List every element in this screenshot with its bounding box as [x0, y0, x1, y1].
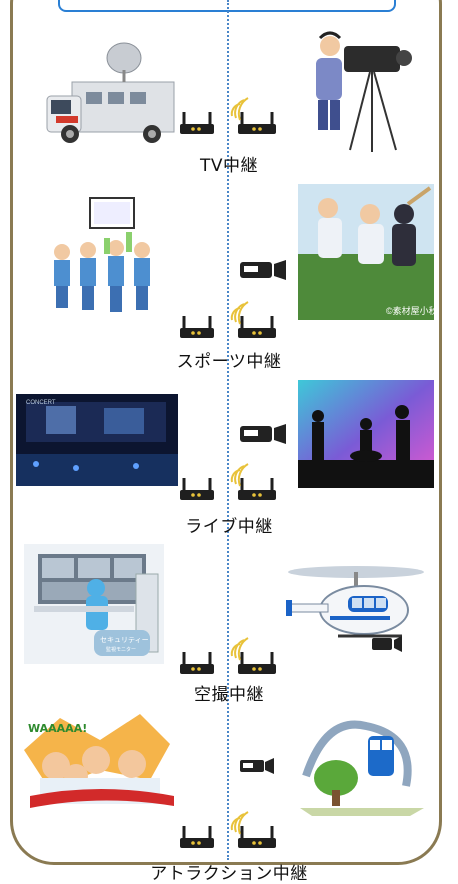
signal-wave-icon [230, 97, 249, 121]
baseball-play-illustration: ©素材屋小秋 [298, 184, 434, 320]
signal-wave-icon [230, 811, 249, 835]
comic-shout: WAAAAA! [28, 722, 87, 735]
receiver-icon [238, 112, 276, 134]
wireless-transmitter-pair [180, 463, 276, 500]
transmitter-icon [180, 316, 214, 338]
transmitter-icon [180, 112, 214, 134]
receiver-icon [238, 316, 276, 338]
caption-tv: TV中継 [199, 156, 258, 176]
center-divider [227, 0, 229, 860]
concert-stage-photo: CONCERT [16, 394, 178, 486]
caption-sports: スポーツ中継 [176, 352, 282, 372]
security-tag-1: セキュリティー [100, 636, 149, 644]
wireless-transmitter-pair [180, 811, 276, 848]
security-tag-2: 監視モニター [106, 646, 136, 653]
tv-cameraman-illustration [316, 31, 412, 152]
signal-wave-icon [230, 637, 249, 661]
content-frame [10, 0, 442, 865]
helicopter-illustration [286, 566, 424, 652]
caption-aerial: 空撮中継 [194, 685, 264, 705]
security-monitor-room-illustration: セキュリティー 監視モニター [24, 544, 164, 664]
transmitter-icon [180, 478, 214, 500]
wireless-transmitter-pair [180, 97, 276, 134]
credit-label: ©素材屋小秋 [386, 305, 434, 316]
caption-attraction: アトラクション中継 [150, 864, 308, 884]
caption-live: ライブ中継 [185, 517, 273, 537]
screaming-riders-illustration: WAAAAA! [24, 714, 174, 808]
rock-band-silhouette [298, 380, 434, 488]
wireless-transmitter-pair [180, 301, 276, 338]
roller-coaster-illustration [300, 720, 424, 816]
receiver-icon [238, 652, 276, 674]
video-camera-icon [240, 260, 286, 280]
screen-label: CONCERT [26, 400, 56, 406]
video-camera-icon [240, 424, 286, 444]
video-camera-icon [240, 758, 274, 774]
receiver-icon [238, 826, 276, 848]
cheering-fans-illustration [54, 197, 150, 312]
wireless-transmitter-pair [180, 637, 276, 674]
signal-wave-icon [230, 463, 249, 487]
broadcast-van-illustration [46, 42, 175, 143]
receiver-icon [238, 478, 276, 500]
transmitter-icon [180, 826, 214, 848]
transmitter-icon [180, 652, 214, 674]
signal-wave-icon [230, 301, 249, 325]
